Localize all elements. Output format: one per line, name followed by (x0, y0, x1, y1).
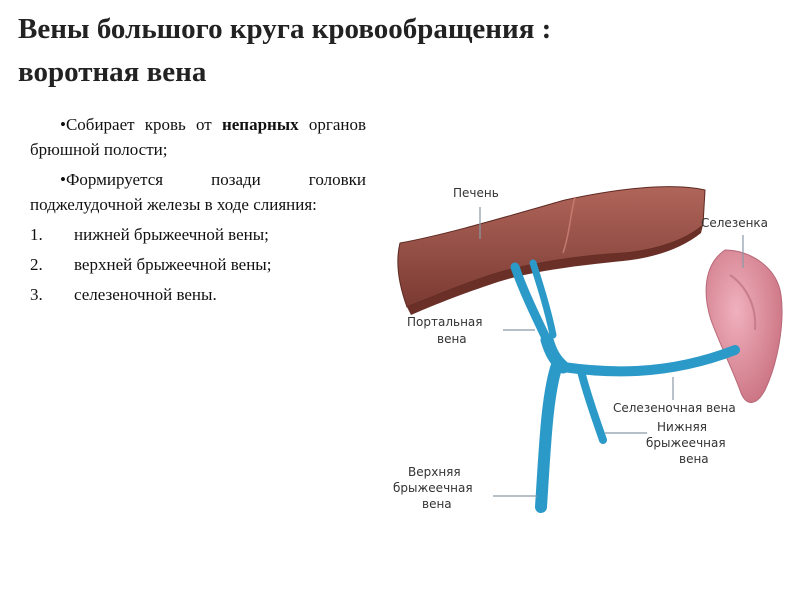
portal-vein-right-branch (510, 262, 552, 345)
title-line-2: воротная вена (18, 56, 207, 88)
portal-vein-diagram: Печень Селезенка Портальная вена Селезен… (393, 186, 783, 513)
bullet-2-text: •Формируется позади головки поджелудочно… (30, 170, 366, 214)
splenic-vein (558, 345, 740, 377)
vein-system (510, 259, 740, 513)
splenic-vein-label: Селезеночная вена (613, 401, 736, 415)
smv-label-2: брыжеечная (393, 481, 473, 495)
list-item-2: 2. верхней брыжеечной вены; (30, 252, 366, 277)
inferior-mesenteric-vein (577, 367, 607, 444)
list-number: 2. (30, 255, 43, 274)
list-item-1: 1. нижней брыжеечной вены; (30, 222, 366, 247)
imv-label-1: Нижняя (657, 420, 707, 434)
portal-vein-label-1: Портальная (407, 315, 483, 329)
bullet-1-text-b: органов брюшной полости; (30, 115, 366, 159)
imv-label-2: брыжеечная (646, 436, 726, 450)
portal-vein-left-branch (529, 259, 557, 339)
bullet-1-bold: непарных (221, 115, 299, 134)
superior-mesenteric-vein (535, 359, 563, 513)
list-item-3: 3. селезеночной вены. (30, 282, 366, 307)
list-text: нижней брыжеечной вены; (74, 225, 269, 244)
bullet-collects-blood: •Собирает кровь от непарных органов брюш… (30, 112, 366, 162)
slide-text: •Собирает кровь от непарных органов брюш… (30, 112, 366, 312)
list-number: 3. (30, 285, 43, 304)
smv-label-1: Верхняя (408, 465, 461, 479)
title-line-1: Вены большого круга кровообращения : (18, 13, 552, 45)
list-number: 1. (30, 225, 43, 244)
liver-shape (397, 186, 706, 315)
bullet-1-text-a: •Собирает кровь от (60, 115, 222, 134)
slide-title: Вены большого круга кровообращения : вор… (18, 8, 788, 94)
spleen-shape (705, 249, 783, 403)
imv-label-3: вена (679, 452, 709, 466)
bullet-formation: •Формируется позади головки поджелудочно… (30, 167, 366, 217)
liver-label: Печень (453, 186, 499, 200)
portal-vein-label-2: вена (437, 332, 467, 346)
list-text: верхней брыжеечной вены; (74, 255, 272, 274)
spleen-label: Селезенка (701, 216, 768, 230)
smv-label-3: вена (422, 497, 452, 511)
leader-lines (479, 207, 744, 497)
list-text: селезеночной вены. (74, 285, 217, 304)
